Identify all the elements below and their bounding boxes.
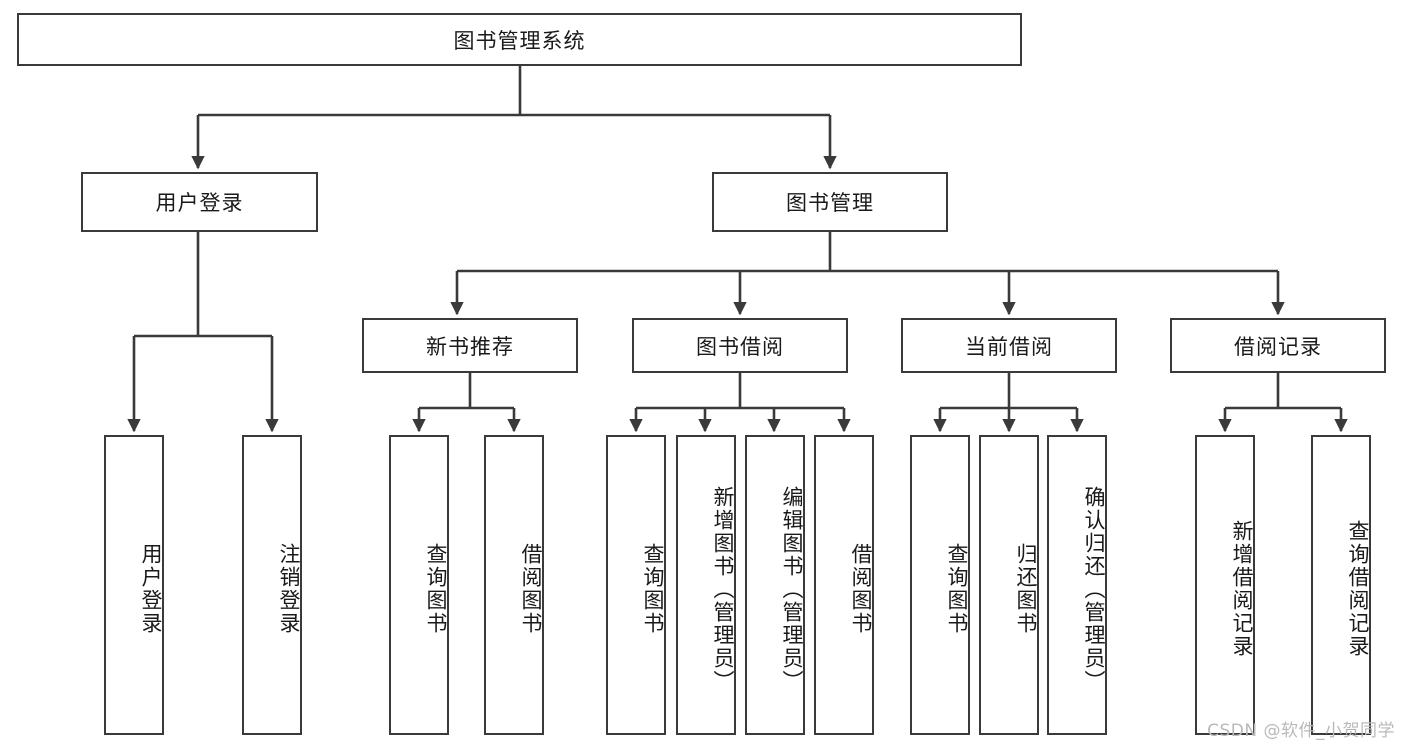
node-root[interactable]: 图书管理系统 xyxy=(17,13,1022,66)
leaf-label: 查询图书 xyxy=(641,543,665,635)
leaf-label: 借阅图书 xyxy=(849,543,873,635)
node-book-management[interactable]: 图书管理 xyxy=(712,172,948,232)
leaf-label: 编辑图书（管理员） xyxy=(780,485,804,693)
leaf-current-return-book[interactable]: 归还图书 xyxy=(979,435,1039,735)
leaf-label: 确认归还（管理员） xyxy=(1082,485,1106,693)
leaf-recommend-query-book[interactable]: 查询图书 xyxy=(389,435,449,735)
leaf-label: 查询借阅记录 xyxy=(1346,520,1370,658)
leaf-label: 新增借阅记录 xyxy=(1230,520,1254,658)
node-book-borrow[interactable]: 图书借阅 xyxy=(632,318,848,373)
node-new-book-recommend-label: 新书推荐 xyxy=(426,334,514,359)
leaf-label: 新增图书（管理员） xyxy=(711,485,735,693)
leaf-record-query-record[interactable]: 查询借阅记录 xyxy=(1311,435,1371,735)
leaf-label: 查询图书 xyxy=(945,543,969,635)
leaf-label: 注销登录 xyxy=(277,543,301,635)
leaf-borrow-add-book[interactable]: 新增图书（管理员） xyxy=(676,435,736,735)
leaf-label: 归还图书 xyxy=(1014,543,1038,635)
node-root-label: 图书管理系统 xyxy=(453,28,586,53)
leaf-record-add-record[interactable]: 新增借阅记录 xyxy=(1195,435,1255,735)
node-borrow-record-label: 借阅记录 xyxy=(1234,334,1322,359)
leaf-borrow-query-book[interactable]: 查询图书 xyxy=(606,435,666,735)
node-book-management-label: 图书管理 xyxy=(786,191,874,215)
node-current-borrow[interactable]: 当前借阅 xyxy=(901,318,1117,373)
leaf-user-login-login[interactable]: 用户登录 xyxy=(104,435,164,735)
node-borrow-record[interactable]: 借阅记录 xyxy=(1170,318,1386,373)
leaf-user-login-logout[interactable]: 注销登录 xyxy=(242,435,302,735)
leaf-recommend-borrow-book[interactable]: 借阅图书 xyxy=(484,435,544,735)
leaf-current-confirm-return[interactable]: 确认归还（管理员） xyxy=(1047,435,1107,735)
leaf-label: 用户登录 xyxy=(139,543,163,635)
node-current-borrow-label: 当前借阅 xyxy=(965,334,1053,359)
node-new-book-recommend[interactable]: 新书推荐 xyxy=(362,318,578,373)
csdn-watermark: CSDN @软件_小贺同学 xyxy=(1207,721,1395,741)
leaf-label: 查询图书 xyxy=(424,543,448,635)
node-book-borrow-label: 图书借阅 xyxy=(696,334,784,359)
leaf-borrow-edit-book[interactable]: 编辑图书（管理员） xyxy=(745,435,805,735)
leaf-borrow-borrow-book[interactable]: 借阅图书 xyxy=(814,435,874,735)
leaf-current-query-book[interactable]: 查询图书 xyxy=(910,435,970,735)
leaf-label: 借阅图书 xyxy=(519,543,543,635)
node-user-login-label: 用户登录 xyxy=(155,191,244,215)
node-user-login[interactable]: 用户登录 xyxy=(81,172,318,232)
